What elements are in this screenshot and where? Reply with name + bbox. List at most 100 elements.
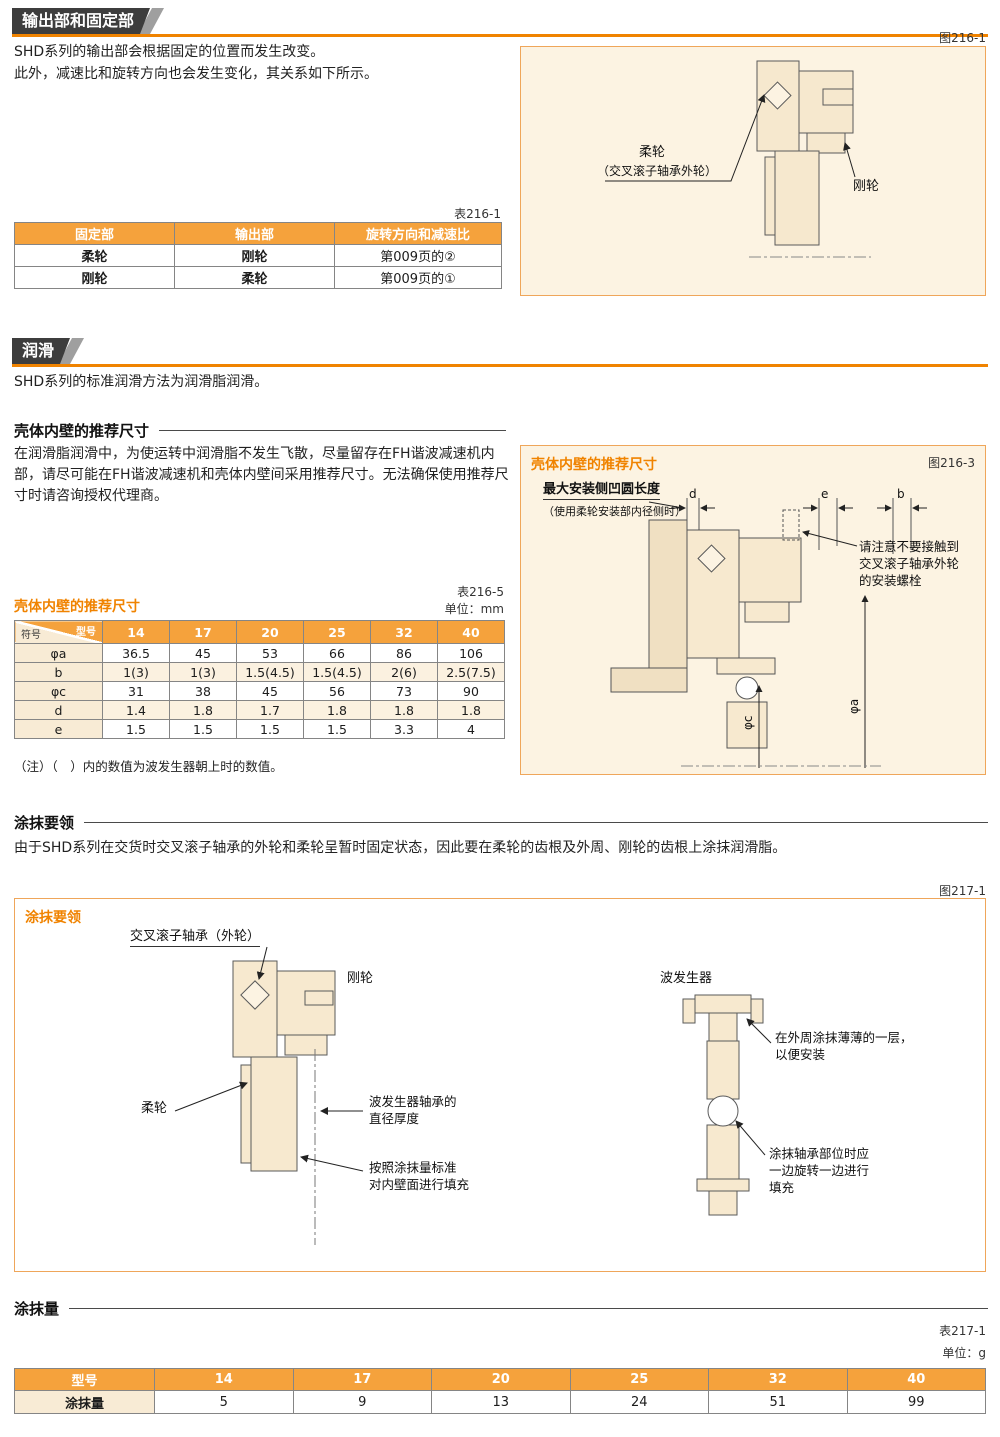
col-header: 40 [437, 620, 505, 644]
figure-216-3: φc φa 壳体内壁的推荐尺寸 图216-3 最大安装侧凹圆长度 （使用柔轮安装… [520, 445, 986, 775]
table-row: φa 36.5 45 53 66 86 106 [14, 643, 505, 663]
subsection-title-amount: 涂抹量 [14, 1298, 988, 1319]
cell: 106 [437, 643, 505, 663]
cell: 73 [370, 681, 438, 701]
phi-c-dim-label: φc [741, 715, 755, 730]
cell: 56 [303, 681, 371, 701]
fill-inner-wall-note: 按照涂抹量标准 对内壁面进行填充 [369, 1160, 470, 1192]
bolt-caution-callout: 请注意不要接触到 交叉滚子轴承外轮 的安装螺栓 [859, 539, 960, 588]
row-label: b [14, 662, 103, 682]
cell: 66 [303, 643, 371, 663]
table-row: 刚轮 柔轮 第009页的① [14, 266, 502, 289]
grease-application-diagram [174, 946, 772, 1245]
cell: 1.5 [303, 719, 371, 739]
circular-spline-label: 刚轮 [347, 971, 374, 986]
housing-dimension-diagram: φc φa [610, 498, 927, 768]
figure-216-3-title: 壳体内壁的推荐尺寸 [531, 457, 657, 473]
wave-generator-label: 波发生器 [660, 971, 713, 986]
intro-paragraph-line2: 此外，减速比和旋转方向也会发生变化，其关系如下所示。 [14, 66, 378, 82]
table-217-1-tag: 表217-1 [939, 1324, 986, 1338]
figure-217-1-tag: 图217-1 [939, 884, 986, 898]
col-header: 25 [569, 1368, 709, 1391]
cell: 45 [236, 681, 304, 701]
flexspline-sublabel: （交叉滚子轴承外轮） [597, 164, 718, 178]
cell: 第009页的② [334, 244, 502, 267]
col-header-model: 型号 [14, 1368, 155, 1391]
cell: 刚轮 [14, 266, 175, 289]
section-title-output-fixed: 输出部和固定部 [12, 8, 150, 34]
subsection-title-application: 涂抹要领 [14, 812, 988, 833]
bearing-thickness-note: 波发生器轴承的 直径厚度 [369, 1094, 457, 1126]
subsection-title-housing-dims: 壳体内壁的推荐尺寸 [14, 420, 506, 441]
cell: 1.7 [236, 700, 304, 720]
table-217-1-unit: 单位：g [942, 1346, 986, 1360]
col-header: 17 [169, 620, 237, 644]
cell: 1.5(4.5) [303, 662, 371, 682]
flexspline-label: 柔轮 [141, 1101, 168, 1116]
cell: 5 [154, 1390, 294, 1414]
cell: 1.8 [169, 700, 237, 720]
cell: 柔轮 [174, 266, 335, 289]
table-row: d 1.4 1.8 1.7 1.8 1.8 1.8 [14, 700, 505, 720]
section-banner-output-fixed: 输出部和固定部 [12, 8, 988, 37]
cell: 86 [370, 643, 438, 663]
cell: 刚轮 [174, 244, 335, 267]
rule-line [84, 822, 988, 823]
cell: 1(3) [102, 662, 170, 682]
cell: 53 [236, 643, 304, 663]
cell: 2(6) [370, 662, 438, 682]
col-header: 40 [846, 1368, 986, 1391]
dim-e-label: e [821, 487, 829, 501]
table-row: 柔轮 刚轮 第009页的② [14, 244, 502, 267]
cell: 1.5 [236, 719, 304, 739]
cell: 1.5(4.5) [236, 662, 304, 682]
table-row: e 1.5 1.5 1.5 1.5 3.3 4 [14, 719, 505, 739]
table-header-row: 型号 14 17 20 25 32 40 [14, 1368, 986, 1391]
table-row: 涂抹量 5 9 13 24 51 99 [14, 1390, 986, 1414]
cell: 9 [292, 1390, 432, 1414]
cell: 38 [169, 681, 237, 701]
table-216-1-tag: 表216-1 [454, 207, 501, 221]
table-header-row: 型号 符号 14 17 20 25 32 40 [14, 620, 505, 644]
cell: 第009页的① [334, 266, 502, 289]
section-title-lubrication: 润滑 [12, 338, 70, 364]
row-label: e [14, 719, 103, 739]
cross-section-diagram [605, 60, 871, 258]
col-header: 17 [292, 1368, 432, 1391]
col-header: 32 [370, 620, 438, 644]
cell: 柔轮 [14, 244, 175, 267]
subsection-label: 壳体内壁的推荐尺寸 [14, 422, 150, 440]
cell: 51 [708, 1390, 848, 1414]
housing-dims-body: 在润滑脂润滑中，为使运转中润滑脂不发生飞散，尽量留存在FH谐波减速机内部，请尽可… [14, 446, 509, 504]
col-header: 14 [154, 1368, 294, 1391]
cell: 1(3) [169, 662, 237, 682]
cell: 3.3 [370, 719, 438, 739]
cell: 13 [431, 1390, 571, 1414]
cell: 1.8 [437, 700, 505, 720]
cell: 1.8 [370, 700, 438, 720]
table-header-row: 固定部 输出部 旋转方向和减速比 [14, 222, 502, 245]
figure-216-1-tag: 图216-1 [939, 31, 986, 45]
corner-cell: 型号 符号 [14, 620, 103, 644]
col-header: 32 [708, 1368, 848, 1391]
fixing-output-table: 固定部 输出部 旋转方向和减速比 柔轮 刚轮 第009页的② 刚轮 柔轮 第00… [14, 222, 502, 289]
corner-model-label: 型号 [76, 627, 96, 638]
figure-216-1: 柔轮 （交叉滚子轴承外轮） 刚轮 [520, 46, 986, 296]
row-label: φa [14, 643, 103, 663]
row-label: φc [14, 681, 103, 701]
cell: 4 [437, 719, 505, 739]
fillet-length-note: 最大安装侧凹圆长度 [543, 482, 661, 500]
figure-217-1-title: 涂抹要领 [25, 910, 81, 926]
col-header: 20 [236, 620, 304, 644]
cell: 1.8 [303, 700, 371, 720]
cell: 36.5 [102, 643, 170, 663]
lubrication-paragraph: SHD系列的标准润滑方法为润滑脂润滑。 [14, 374, 269, 390]
col-header: 14 [102, 620, 170, 644]
housing-dimensions-table: 型号 符号 14 17 20 25 32 40 φa 36.5 45 53 66… [14, 620, 505, 739]
cell: 45 [169, 643, 237, 663]
intro-paragraph-line1: SHD系列的输出部会根据固定的位置而发生改变。 [14, 44, 325, 60]
dim-d-label: d [689, 487, 697, 501]
cell: 1.5 [169, 719, 237, 739]
grease-amount-table: 型号 14 17 20 25 32 40 涂抹量 5 9 13 24 51 99 [14, 1368, 986, 1414]
